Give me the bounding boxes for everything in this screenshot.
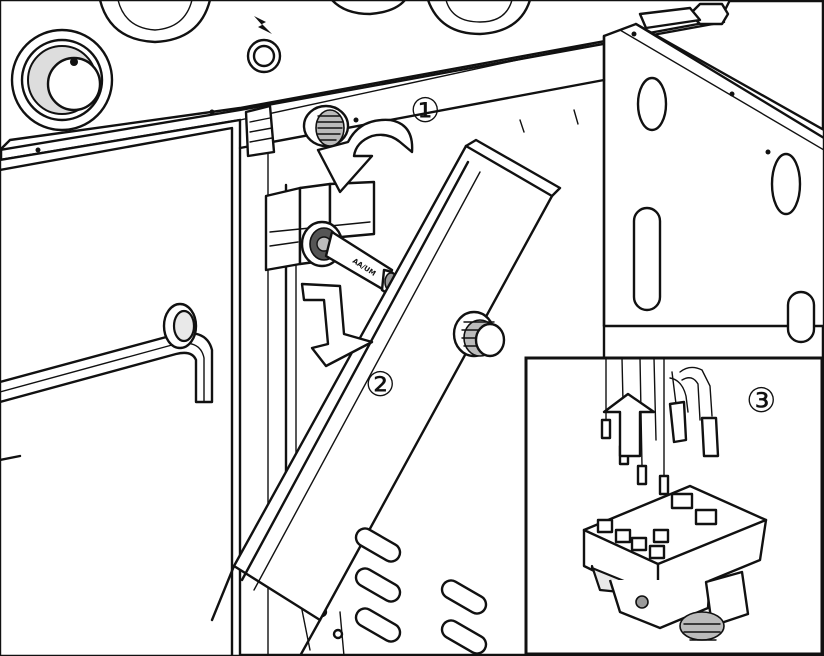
svg-text:③: ③: [746, 381, 776, 421]
bracket: [244, 104, 276, 158]
removed-cover-panel: [210, 138, 562, 656]
ventilation-slots: [354, 527, 488, 655]
step-1-label: ①: [410, 91, 440, 131]
inset-detail: ③: [524, 356, 824, 656]
rotate-arrow: [316, 118, 414, 194]
svg-text:②: ②: [365, 365, 395, 405]
side-panel: [602, 22, 824, 344]
ventilation-slot: [770, 152, 802, 216]
door-handle: [0, 302, 214, 462]
step-2-label: ②: [365, 365, 395, 405]
igniter-button: [246, 38, 282, 74]
control-knob: [10, 28, 114, 132]
control-panel: [0, 0, 732, 162]
pull-arrow: [300, 282, 374, 368]
step-3-label: ③: [746, 381, 776, 421]
ventilation-slot: [636, 76, 668, 132]
lightning-icon: [254, 16, 272, 34]
control-knob: [330, 0, 407, 16]
control-knob: [426, 0, 532, 36]
lift-arrow: [602, 392, 656, 458]
ventilation-slot: [786, 290, 816, 344]
ventilation-slot: [632, 206, 662, 312]
panel-knob: [452, 310, 506, 358]
control-knob: [98, 0, 212, 44]
ignition-module: [582, 484, 768, 641]
svg-text:①: ①: [410, 91, 440, 131]
igniter-knob: [302, 104, 350, 148]
cabinet-door: [0, 109, 242, 656]
